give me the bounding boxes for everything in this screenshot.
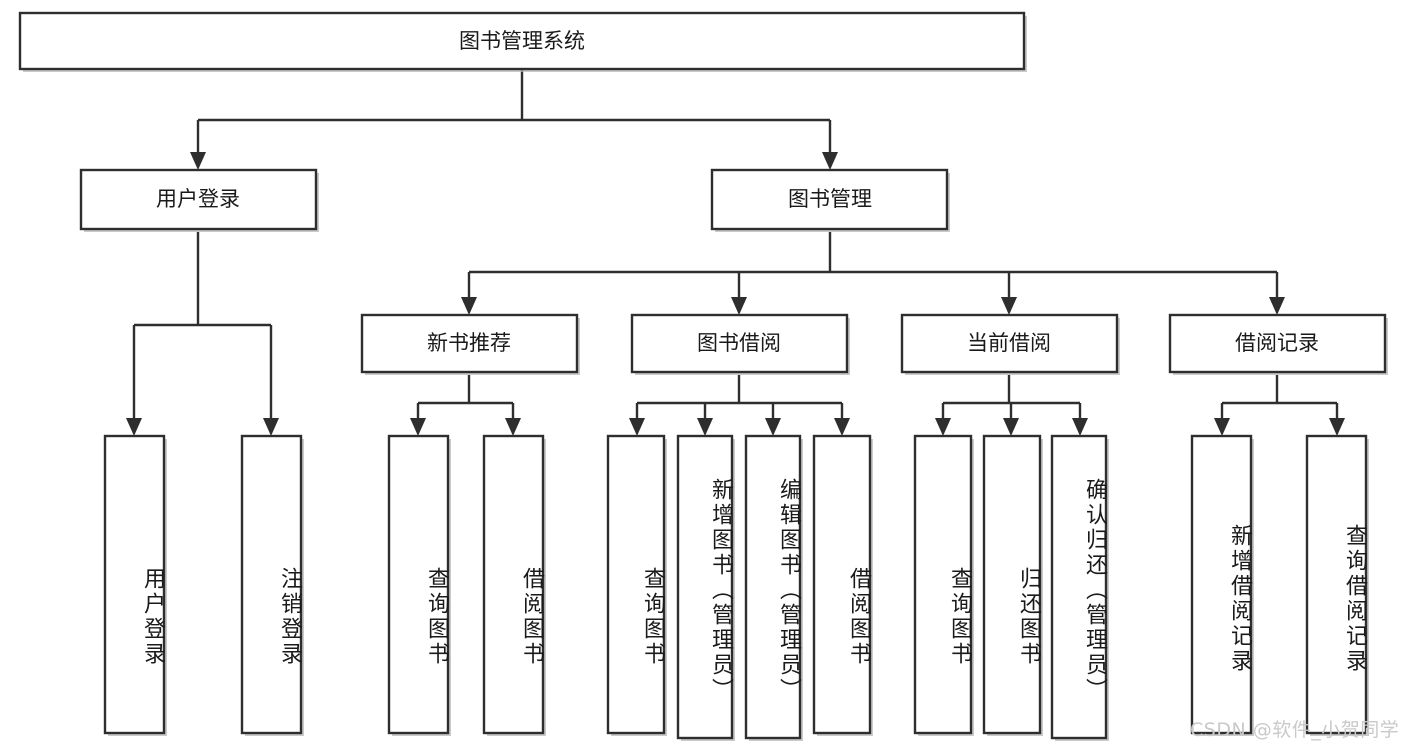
nodes-group: 图书管理系统 用户登录 图书管理 新书推荐 图书借阅 当前借阅 借阅记录	[18, 11, 1388, 741]
csdn-watermark: CSDN @软件_小贺同学	[1190, 719, 1400, 741]
borrow-record-node-label: 借阅记录	[1235, 331, 1319, 355]
arrow-bookborrow-leaf-3	[765, 418, 781, 436]
arrow-borrowrecord-leaf-1	[1214, 418, 1230, 436]
edges-group	[126, 69, 1345, 436]
arrow-newbook-leaf-1	[410, 418, 426, 436]
current-borrow-node-label: 当前借阅	[967, 331, 1051, 355]
book-manage-node-label: 图书管理	[788, 187, 872, 211]
arrow-book-manage	[822, 152, 838, 170]
new-book-rec-node-label: 新书推荐	[427, 331, 511, 355]
leaf-box-user-login[interactable]	[103, 434, 166, 735]
arrow-book-borrow	[731, 297, 747, 315]
arrow-new-book-rec	[461, 297, 477, 315]
leaf-box-add-borrow-record[interactable]	[1190, 434, 1253, 735]
arrow-currentborrow-leaf-3	[1072, 418, 1088, 436]
arrow-currentborrow-leaf-1	[935, 418, 951, 436]
book-borrow-node-label: 图书借阅	[697, 331, 781, 355]
leaf-box-bookborrow-query[interactable]	[606, 434, 666, 735]
arrow-bookborrow-leaf-1	[629, 418, 645, 436]
arrow-bookborrow-leaf-4	[834, 418, 850, 436]
leaf-box-edit-book-admin[interactable]	[744, 434, 802, 740]
arrow-borrowrecord-leaf-2	[1329, 418, 1345, 436]
arrow-leaf-logout	[263, 418, 279, 436]
current-borrow-node-box[interactable]	[900, 313, 1119, 374]
book-manage-node-box[interactable]	[710, 168, 949, 231]
leaf-box-logout[interactable]	[240, 434, 303, 735]
new-book-rec-node-box[interactable]	[360, 313, 579, 374]
leaf-box-add-book-admin[interactable]	[676, 434, 734, 740]
user-login-node-label: 用户登录	[156, 187, 240, 211]
leaf-box-newbook-borrow[interactable]	[482, 434, 545, 735]
arrow-leaf-user-login	[126, 418, 142, 436]
user-login-node-box[interactable]	[79, 168, 318, 231]
leaf-box-return-book[interactable]	[982, 434, 1042, 735]
leaf-box-query-borrow-record[interactable]	[1305, 434, 1368, 735]
arrow-borrow-record	[1269, 297, 1285, 315]
arrow-currentborrow-leaf-2	[1003, 418, 1019, 436]
leaf-box-bookborrow-borrow[interactable]	[812, 434, 872, 735]
borrow-record-node-box[interactable]	[1168, 313, 1387, 374]
book-borrow-node-box[interactable]	[630, 313, 849, 374]
arrow-newbook-leaf-2	[505, 418, 521, 436]
leaf-box-confirm-return-admin[interactable]	[1050, 434, 1108, 740]
arrow-user-login	[190, 152, 206, 170]
root-node-label: 图书管理系统	[459, 29, 585, 53]
root-node-box[interactable]	[18, 11, 1026, 71]
arrow-bookborrow-leaf-2	[697, 418, 713, 436]
leaf-box-currentborrow-query[interactable]	[913, 434, 973, 735]
leaf-box-newbook-query[interactable]	[387, 434, 450, 735]
arrow-current-borrow	[1001, 297, 1017, 315]
